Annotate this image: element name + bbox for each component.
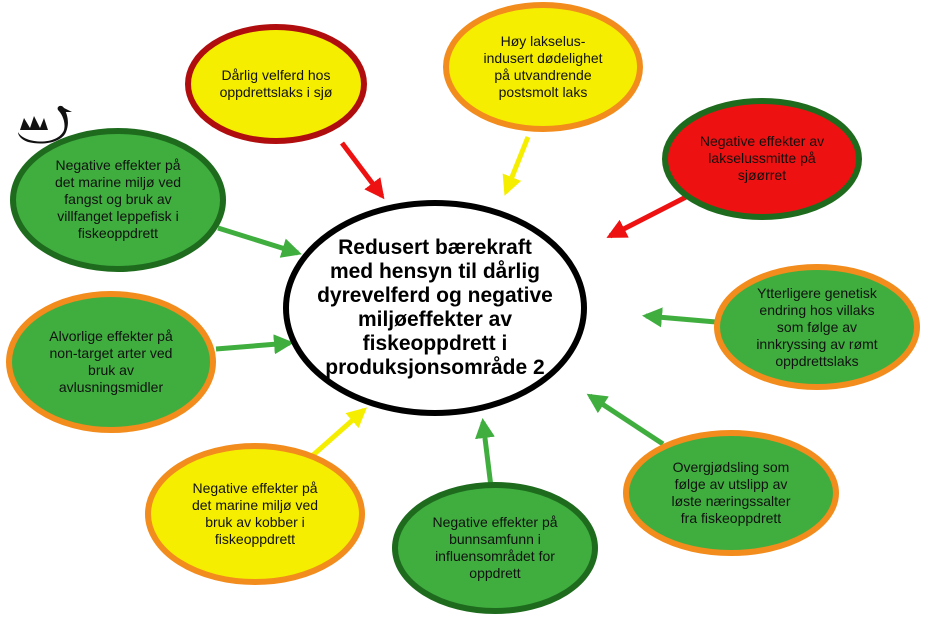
node-bunnsamfunn (392, 482, 598, 614)
node-overgjodsling-text: Overgjødsling som følge av utslipp av lø… (671, 459, 791, 526)
arrow-velferd (340, 141, 385, 200)
node-avlusning (6, 291, 216, 433)
arrow-sjoorret (606, 193, 690, 239)
node-genetisk (714, 264, 920, 390)
black-swan-icon (18, 105, 72, 144)
node-kobber-text: Negative effekter på det marine miljø ve… (191, 479, 319, 547)
node-lakselus-dodelighet-text: Høy lakselus- indusert dødelighet på utv… (483, 32, 603, 100)
node-overgjodsling (623, 430, 839, 556)
node-velferd (185, 24, 367, 144)
arrow-bunnsamfunn (475, 418, 495, 488)
node-avlusning-text: Alvorlige effekter på non-target arter v… (49, 327, 173, 395)
node-velferd-text: Dårlig velferd hos oppdrettslaks i sjø (219, 66, 333, 100)
arrow-avlusning (215, 334, 294, 355)
node-sjoorret-text: Negative effekter av lakselussmitte på s… (699, 133, 825, 184)
node-leppefisk (10, 128, 226, 272)
node-sjoorret (662, 98, 862, 220)
arrow-overgjodsling (586, 393, 665, 447)
arrow-genetisk (642, 307, 717, 328)
node-leppefisk-text: Negative effekter på det marine miljø ve… (54, 157, 182, 242)
arrow-lakselus-dodelighet (502, 136, 531, 196)
center-node (283, 200, 587, 416)
node-lakselus-dodelighet (443, 2, 643, 132)
node-kobber (145, 443, 365, 585)
arrow-leppefisk (217, 225, 302, 258)
node-genetisk-text: Ytterligere genetisk endring hos villaks… (756, 284, 878, 369)
node-bunnsamfunn-text: Negative effekter på bunnsamfunn i influ… (432, 513, 558, 581)
arrow-kobber (310, 407, 367, 458)
center-node-text: Redusert bærekraft med hensyn til dårlig… (317, 236, 553, 379)
